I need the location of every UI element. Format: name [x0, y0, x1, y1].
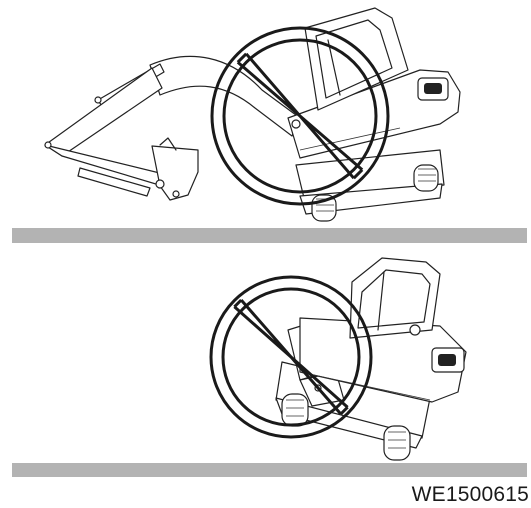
bottom-panel: [12, 257, 527, 477]
prohibition-sign-icon: [209, 275, 373, 439]
ground-bar-bottom: [12, 463, 527, 477]
figure-id-label: WE1500615: [411, 483, 529, 506]
ground-bar-top: [12, 228, 527, 243]
prohibition-sign-icon: [210, 26, 390, 206]
top-panel: [12, 7, 527, 243]
excavator-icon: [275, 257, 467, 461]
